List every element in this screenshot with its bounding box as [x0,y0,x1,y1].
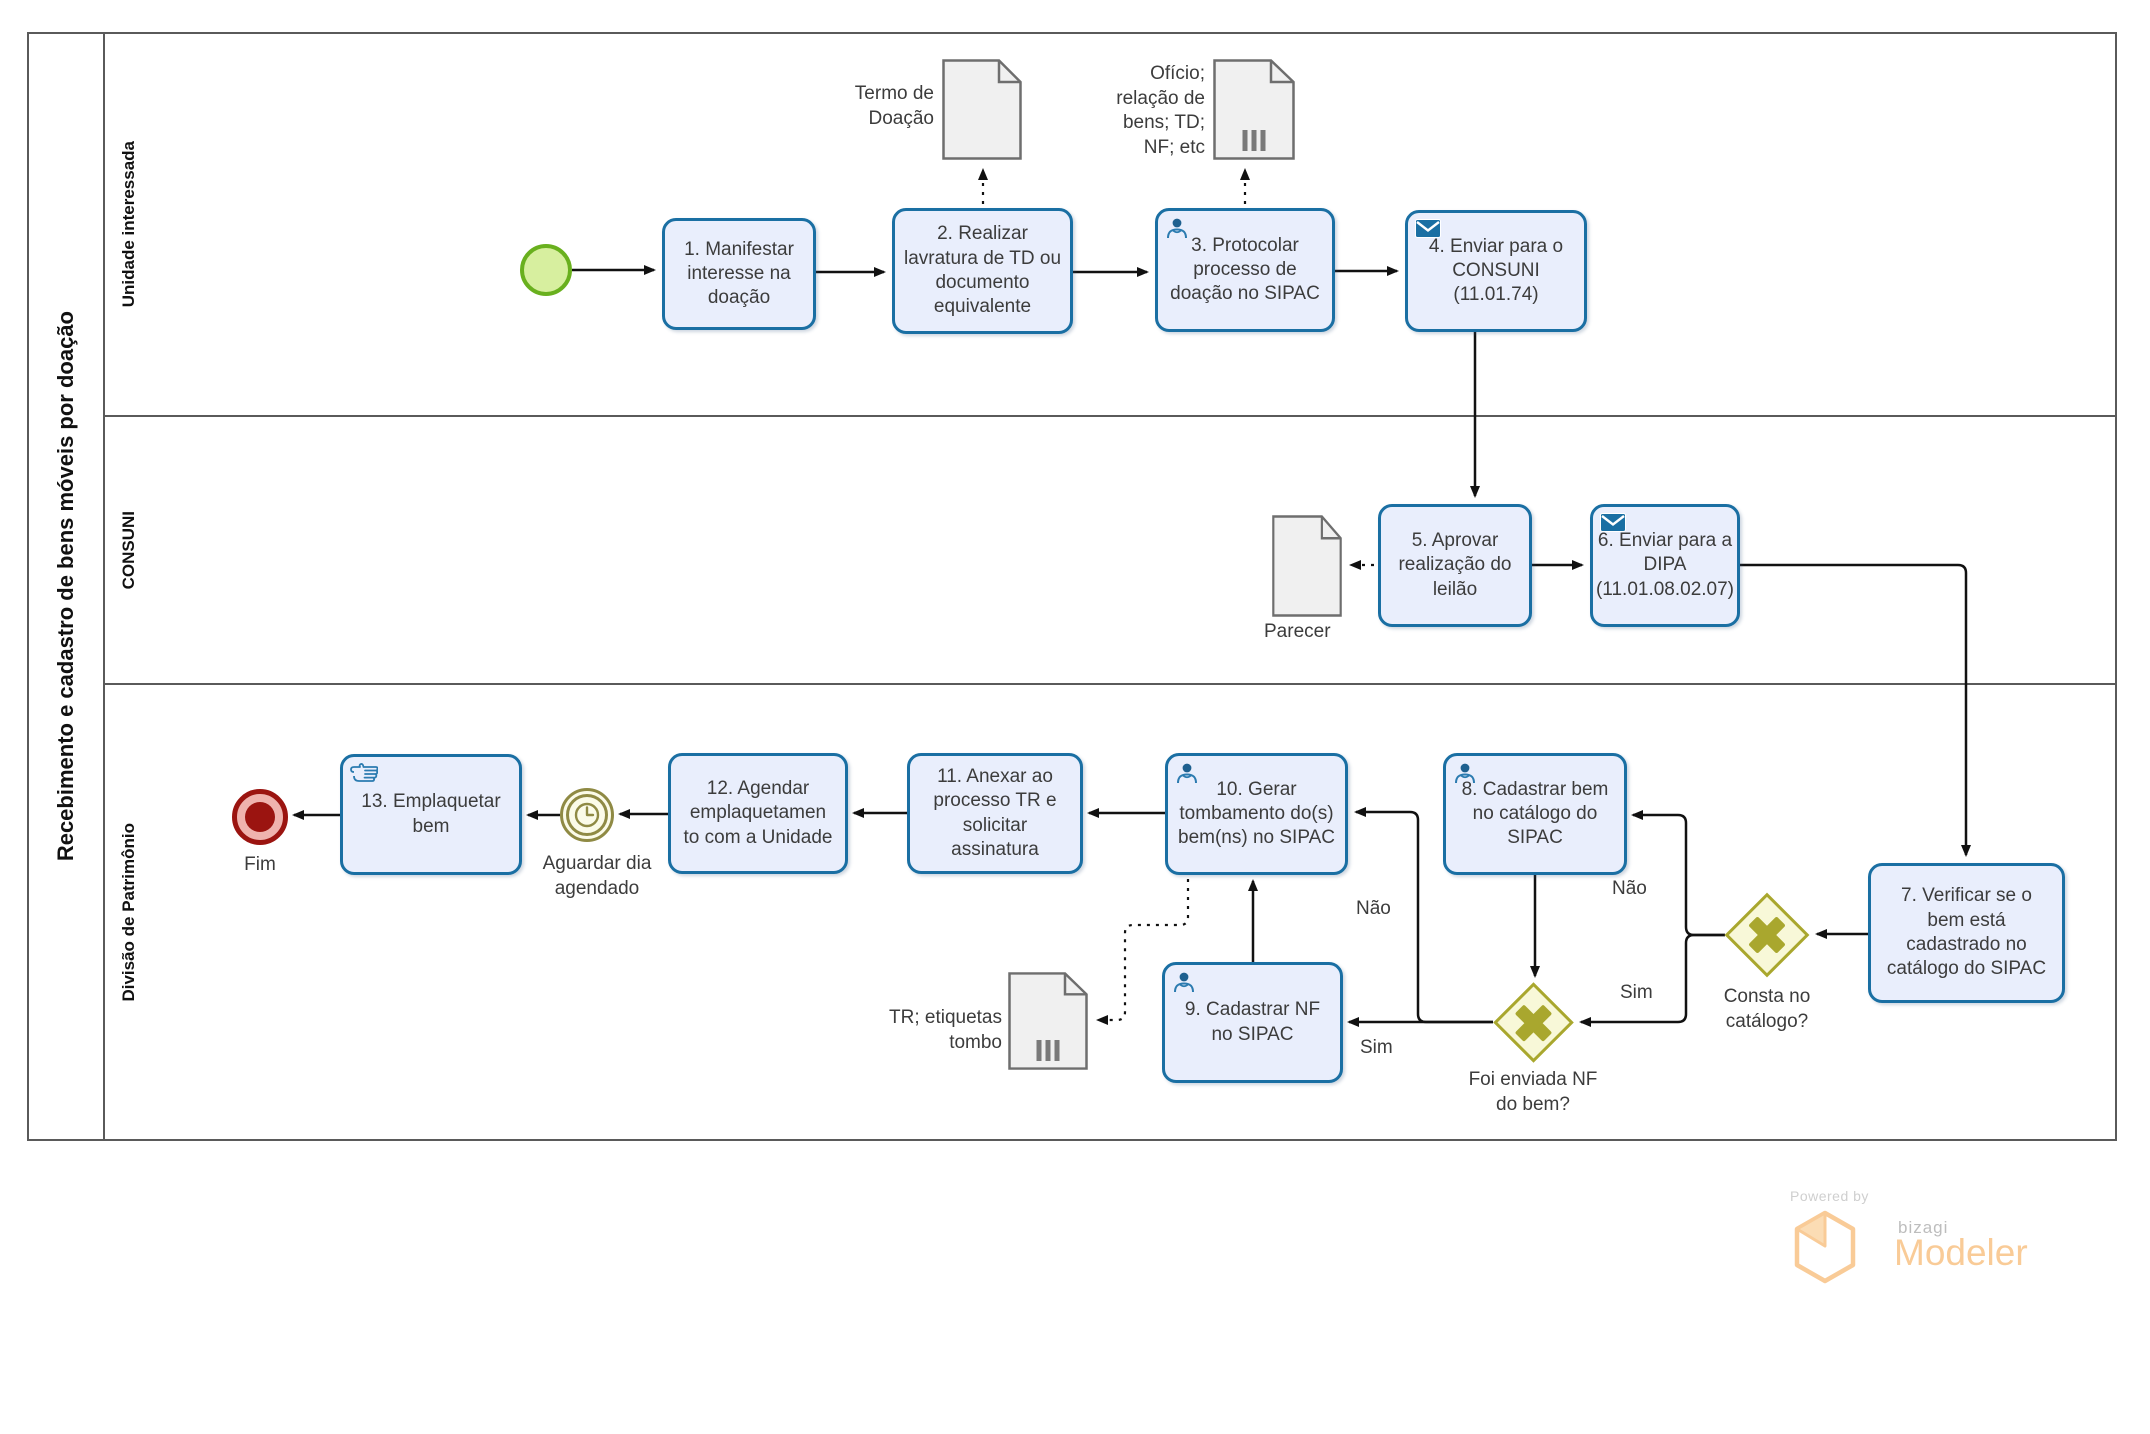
task-10-label: 10. Gerar tombamento do(s) bem(ns) no SI… [1178,778,1335,849]
timer-event-label: Aguardar dia agendado [542,853,652,899]
lane-label-unidade-interessada: Unidade interessada [119,141,138,308]
document-parecer[interactable] [1272,515,1342,617]
gateway-consta-label: Consta no catálogo? [1723,986,1811,1032]
task-4-enviar-consuni[interactable]: 4. Enviar para o CONSUNI (11.01.74) [1405,210,1587,332]
flow-label-sim-1: Sim [1620,982,1653,1003]
document-oficio-label: Ofício; relação de bens; TD; NF; etc [1116,63,1205,159]
lane-divider-2 [105,683,2117,685]
document-oficio[interactable] [1213,59,1295,160]
task-2-realizar-lavratura[interactable]: 2. Realizar lavratura de TD ou documento… [892,208,1073,334]
bizagi-branding: Powered by bizagi Modeler [1790,1188,2090,1284]
bizagi-wordmark: bizagi [1898,1218,1949,1237]
envelope-icon [1415,219,1441,245]
task-5-aprovar-leilao[interactable]: 5. Aprovar realização do leilão [1378,504,1532,627]
end-event-core [245,802,275,832]
document-icon [1213,59,1295,160]
start-event[interactable] [520,244,572,296]
document-icon [1008,972,1088,1070]
process-pool [27,32,2117,1141]
task-7-label: 7. Verificar se o bem está cadastrado no… [1886,885,2047,980]
timer-event[interactable] [560,788,614,842]
user-icon [1453,762,1477,791]
end-event[interactable] [232,789,288,845]
document-icon [942,59,1022,160]
user-icon [1175,762,1199,791]
user-icon [1165,217,1189,246]
flow-label-sim-2: Sim [1360,1037,1393,1058]
clock-icon [566,794,608,836]
document-collection-marker [1242,130,1266,151]
task-1-label: 1. Manifestar interesse na doação [684,238,794,309]
document-termo-doacao-label: Termo de Doação [854,83,934,129]
task-13-label: 13. Emplaquetar bem [361,791,501,837]
task-4-label: 4. Enviar para o CONSUNI (11.01.74) [1428,235,1564,306]
task-3-protocolar-processo[interactable]: 3. Protocolar processo de doação no SIPA… [1155,208,1335,332]
task-8-cadastrar-bem[interactable]: 8. Cadastrar bem no catálogo do SIPAC [1443,753,1627,875]
task-5-label: 5. Aprovar realização do leilão [1398,530,1512,600]
task-6-enviar-dipa[interactable]: 6. Enviar para a DIPA (11.01.08.02.07) [1590,504,1740,627]
document-termo-doacao[interactable] [942,59,1022,160]
task-9-cadastrar-nf[interactable]: 9. Cadastrar NF no SIPAC [1162,962,1343,1083]
task-12-agendar-emplaquetamento[interactable]: 12. Agendar emplaquetamen to com a Unida… [668,753,848,874]
task-6-label: 6. Enviar para a DIPA (11.01.08.02.07) [1595,530,1735,600]
powered-by-label: Powered by [1790,1188,1869,1204]
envelope-icon [1600,513,1626,539]
document-icon [1272,515,1342,617]
task-11-label: 11. Anexar ao processo TR e solicitar as… [933,765,1057,860]
task-1-manifestar-interesse[interactable]: 1. Manifestar interesse na doação [662,218,816,330]
user-icon [1172,971,1196,1000]
lane-divider-1 [105,415,2117,417]
task-12-label: 12. Agendar emplaquetamen to com a Unida… [683,778,833,848]
document-parecer-label: Parecer [1264,621,1331,642]
task-11-anexar-tr[interactable]: 11. Anexar ao processo TR e solicitar as… [907,753,1083,874]
end-event-label: Fim [244,854,276,875]
lane-label-consuni: CONSUNI [119,510,138,590]
document-tr-etiquetas[interactable] [1008,972,1088,1070]
bizagi-hexagon-icon [1794,1210,1856,1284]
task-2-label: 2. Realizar lavratura de TD ou documento… [904,223,1062,318]
task-13-emplaquetar-bem[interactable]: 13. Emplaquetar bem [340,754,522,875]
modeler-wordmark: Modeler [1894,1232,2028,1273]
gateway-nf-label: Foi enviada NF do bem? [1468,1069,1598,1115]
pool-title: Recebimento e cadastro de bens móveis po… [53,311,78,862]
document-tr-label: TR; etiquetas tombo [889,1007,1002,1053]
flow-label-nao-2: Não [1356,898,1391,919]
lane-label-divisao-patrimonio: Divisão de Patrimônio [119,822,138,1002]
document-collection-marker [1036,1040,1060,1061]
task-10-gerar-tombamento[interactable]: 10. Gerar tombamento do(s) bem(ns) no SI… [1165,753,1348,875]
task-8-label: 8. Cadastrar bem no catálogo do SIPAC [1461,778,1609,849]
flow-label-nao-1: Não [1612,878,1647,899]
task-7-verificar-catalogo[interactable]: 7. Verificar se o bem está cadastrado no… [1868,863,2065,1003]
hand-icon [350,763,379,794]
task-3-label: 3. Protocolar processo de doação no SIPA… [1170,234,1320,305]
pool-title-divider [103,32,105,1141]
task-9-label: 9. Cadastrar NF no SIPAC [1184,999,1321,1045]
